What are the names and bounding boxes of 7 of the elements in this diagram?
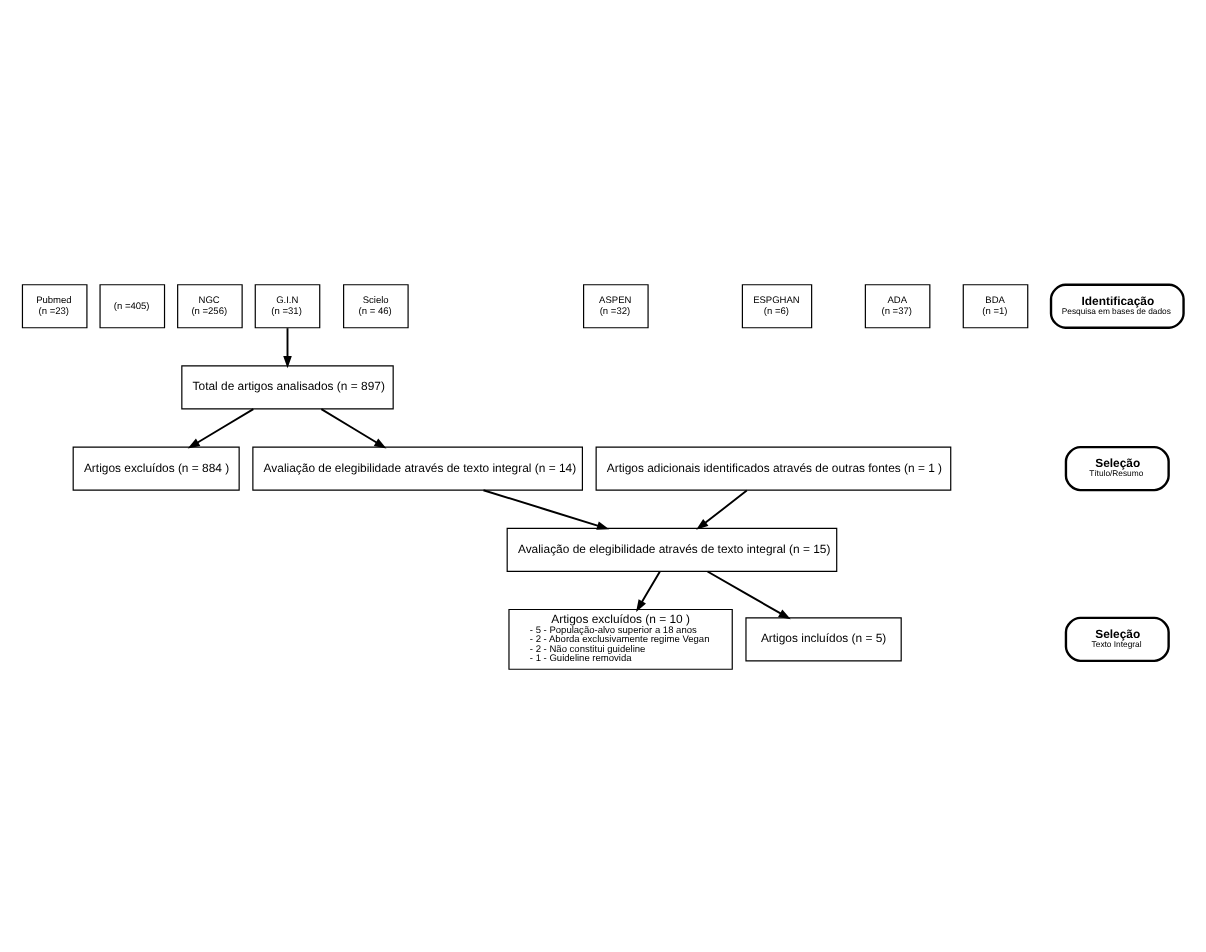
arrow: [482, 488, 610, 529]
arrow: [283, 326, 292, 368]
arrow: [706, 569, 791, 619]
arrow: [187, 407, 255, 448]
arrow: [320, 407, 387, 448]
arrow: [696, 488, 748, 529]
arrow: [636, 569, 661, 611]
